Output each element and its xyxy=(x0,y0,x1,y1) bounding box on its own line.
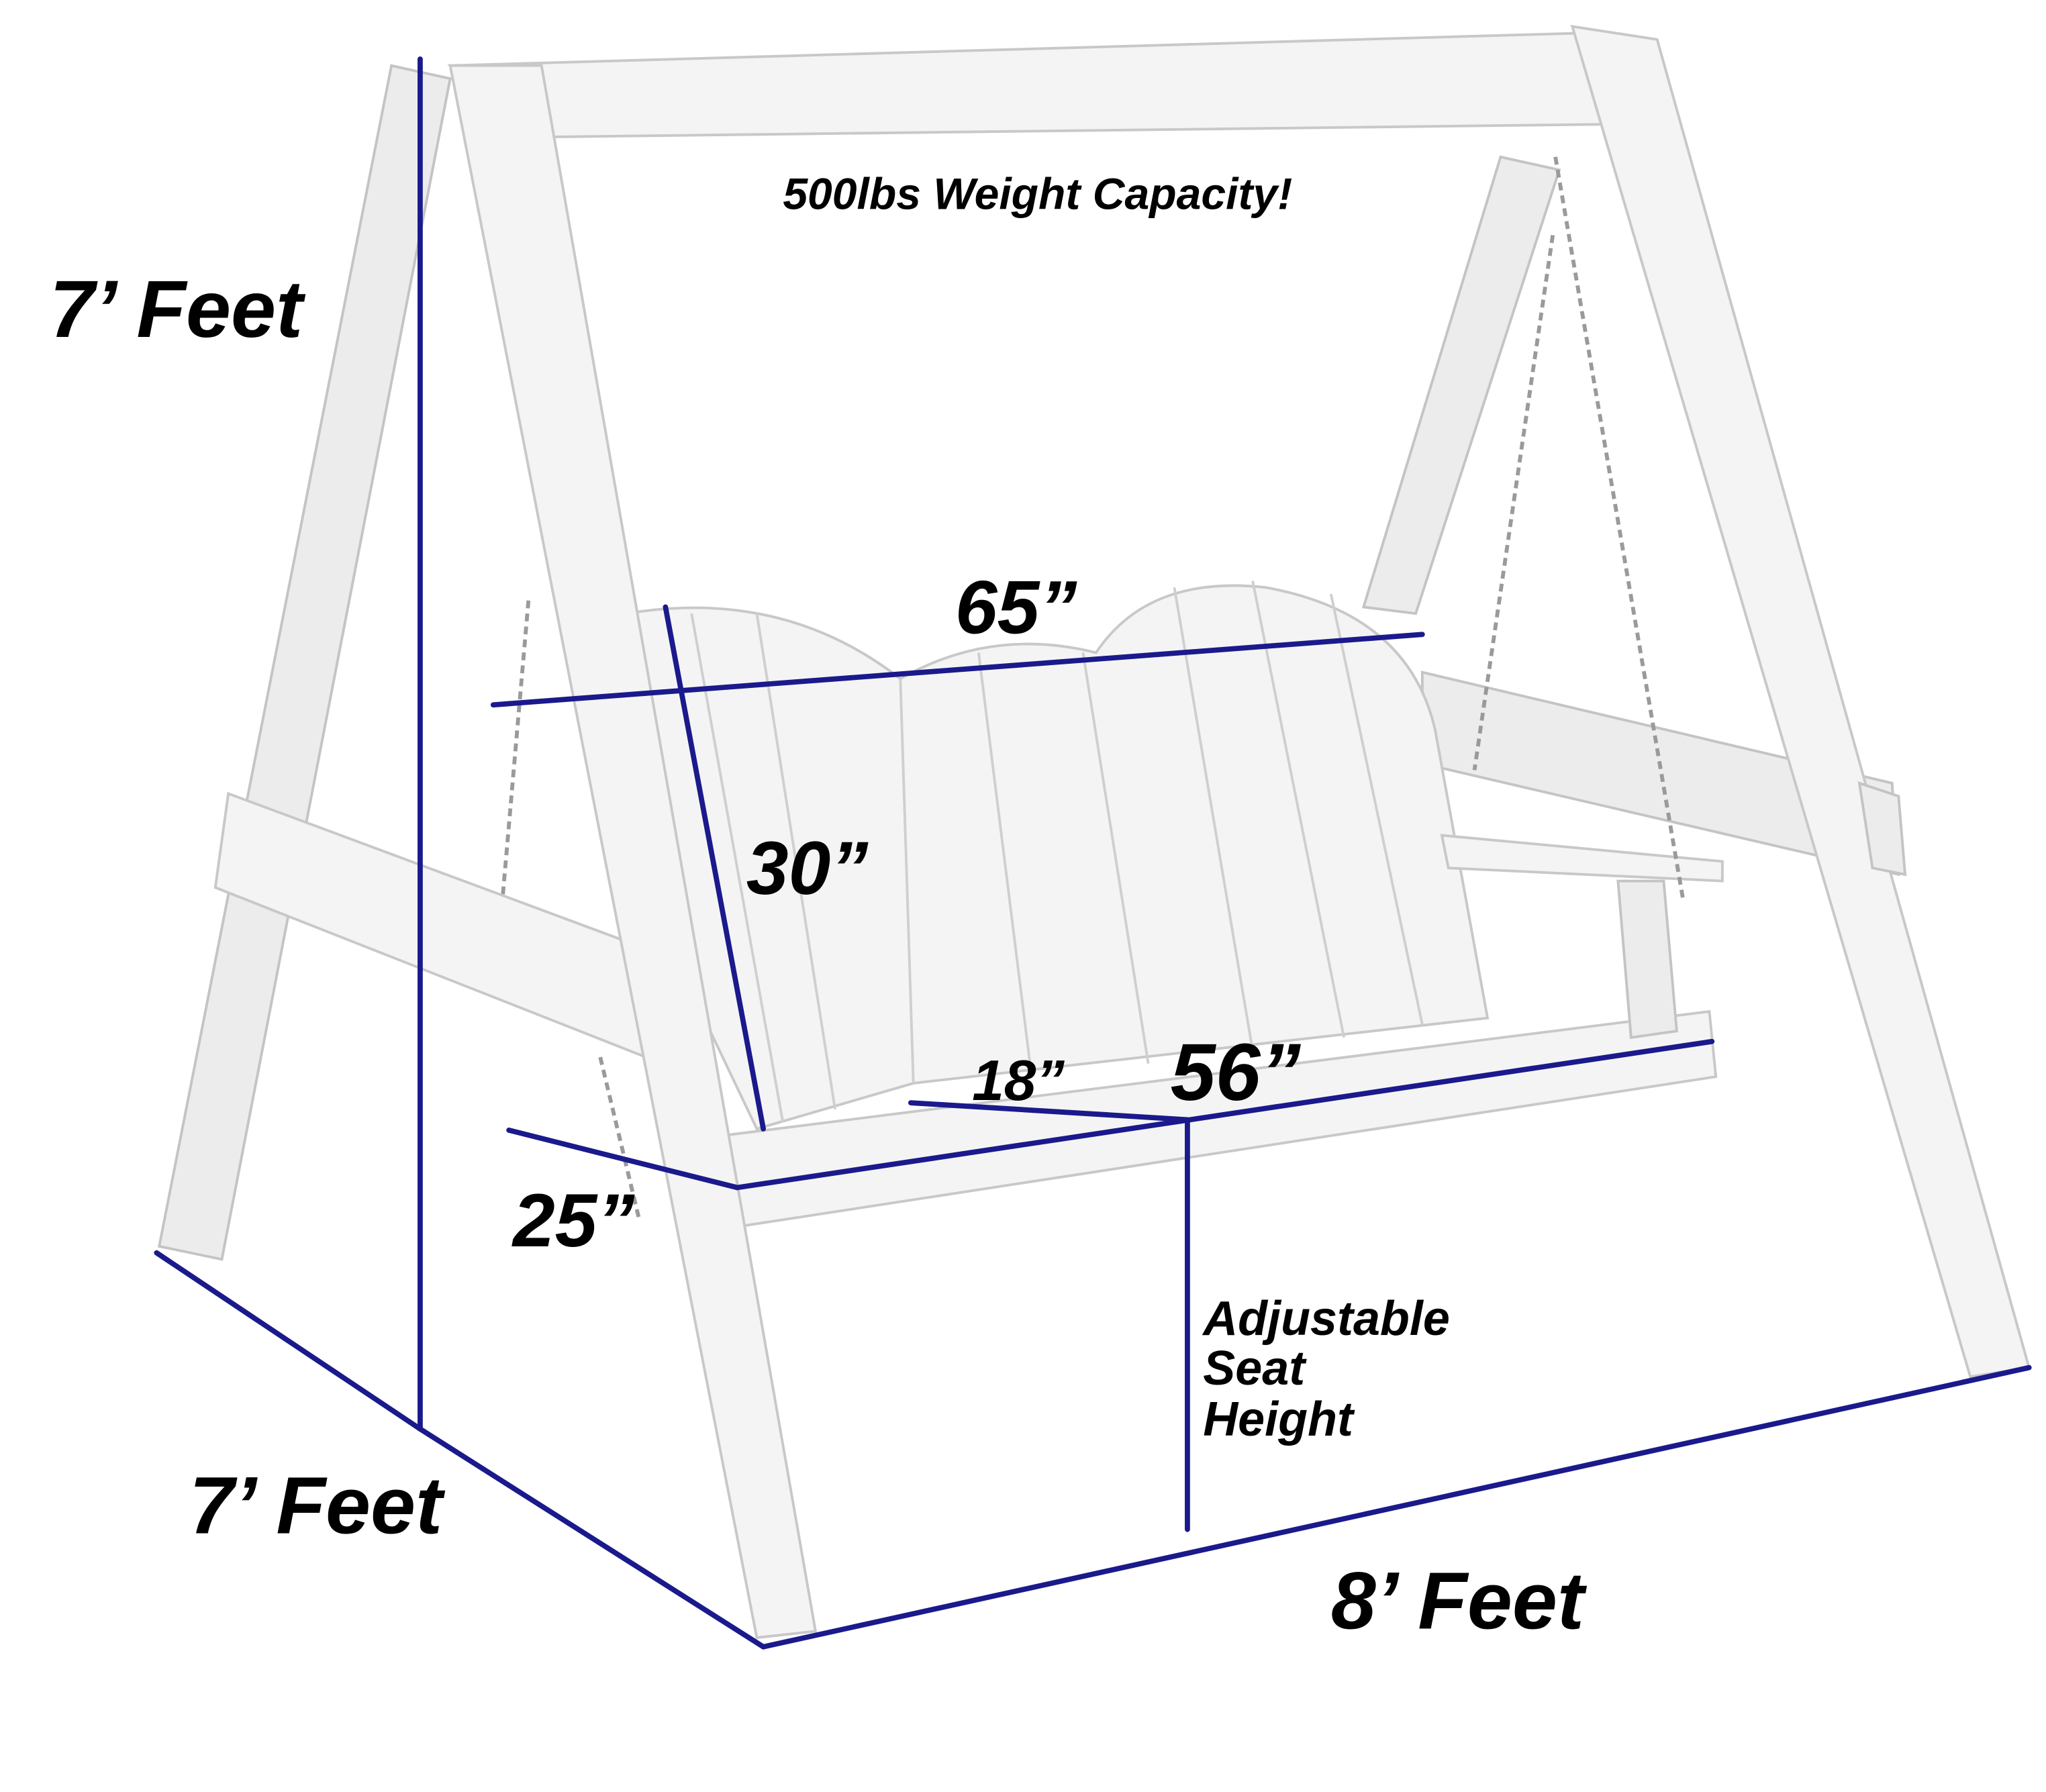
inner-depth-label: 18” xyxy=(972,1049,1065,1113)
weight-capacity-title: 500lbs Weight Capacity! xyxy=(783,170,1292,219)
left-back-chain xyxy=(500,600,531,901)
swing-frame-illustration xyxy=(157,25,2031,1640)
back-height-label: 30” xyxy=(746,826,869,910)
swing-backrest xyxy=(624,584,1490,1131)
depth-line xyxy=(154,1250,767,1650)
backrest-width-line xyxy=(490,632,1425,708)
dimension-lines xyxy=(154,56,2032,1650)
seat-depth-label: 25” xyxy=(512,1178,635,1262)
right-armrest xyxy=(1440,834,1724,883)
frame-height-label: 7’ Feet xyxy=(50,264,306,354)
right-back-leg xyxy=(1361,155,1561,615)
left-lower-chain xyxy=(598,1056,642,1221)
backrest-slats xyxy=(690,581,1424,1123)
seat-width-label: 56” xyxy=(1171,1027,1302,1117)
inner-depth-line xyxy=(908,1100,1190,1123)
frame-depth-label: 7’ Feet xyxy=(189,1460,446,1551)
seat-height-label-line2: Seat xyxy=(1203,1342,1307,1395)
right-end-block xyxy=(1857,781,1907,877)
left-front-leg xyxy=(448,64,818,1640)
right-front-chain xyxy=(1553,156,1686,901)
seat-depth-line xyxy=(506,1128,740,1191)
seat-height-label-line3: Height xyxy=(1203,1393,1355,1446)
width-line xyxy=(761,1364,2032,1650)
seat-height-label-line1: Adjustable xyxy=(1202,1292,1450,1346)
labels: 500lbs Weight Capacity! 7’ Feet 7’ Feet … xyxy=(50,170,1588,1646)
backrest-width-label: 65” xyxy=(955,564,1077,649)
back-height-line xyxy=(663,604,767,1132)
frame-width-label: 8’ Feet xyxy=(1331,1555,1588,1646)
right-back-chain xyxy=(1472,235,1555,770)
right-arm-post xyxy=(1616,879,1678,1040)
seat-width-line xyxy=(734,1038,1715,1191)
